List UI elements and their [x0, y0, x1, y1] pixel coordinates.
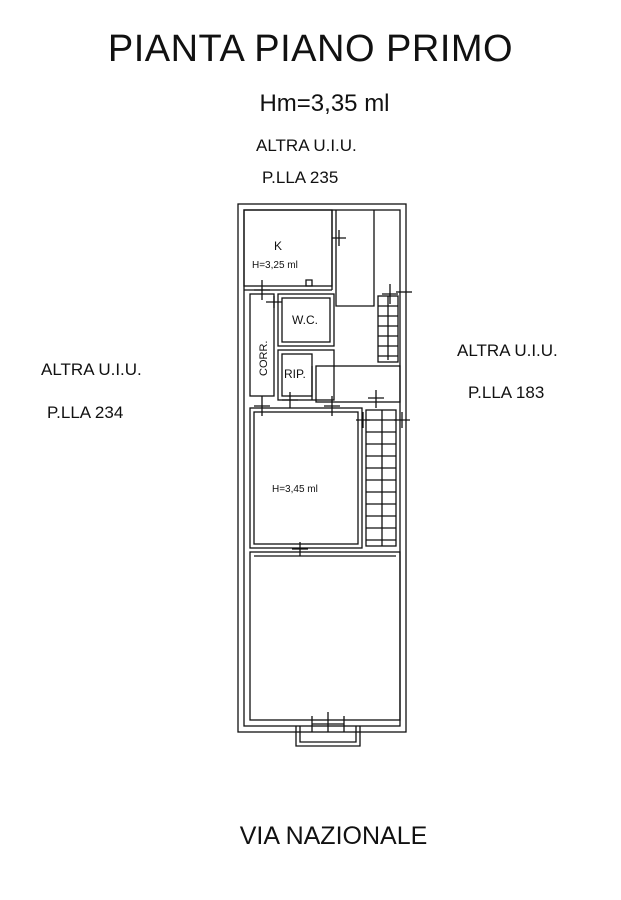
front-room	[249, 551, 401, 721]
street-label: VIA NAZIONALE	[239, 822, 428, 850]
middle-room	[249, 396, 370, 556]
front-balcony	[295, 726, 361, 747]
kitchen-label: K	[274, 239, 282, 253]
east-parcel-label: P.LLA 183	[468, 383, 545, 402]
landing	[311, 365, 401, 403]
corridor-label: CORR.	[258, 341, 270, 376]
storage-label: RIP.	[284, 367, 306, 381]
east-unit-label: ALTRA U.I.U.	[457, 341, 558, 360]
north-parcel-label: P.LLA 235	[262, 168, 339, 187]
staircase-lower	[365, 291, 412, 547]
front-window	[311, 712, 345, 732]
west-parcel-label: P.LLA 234	[47, 403, 124, 422]
west-unit-label: ALTRA U.I.U.	[41, 360, 142, 379]
kitchen-height-label: H=3,25 ml	[252, 260, 298, 271]
kitchen-room	[243, 209, 375, 307]
middle-room-height-label: H=3,45 ml	[272, 484, 318, 495]
wc-label: W.C.	[292, 313, 318, 327]
page-title: PIANTA PIANO PRIMO	[107, 28, 514, 70]
north-unit-label: ALTRA U.I.U.	[256, 136, 357, 155]
floor-height-label: Hm=3,35 ml	[259, 90, 390, 117]
staircase-upper	[377, 284, 399, 363]
